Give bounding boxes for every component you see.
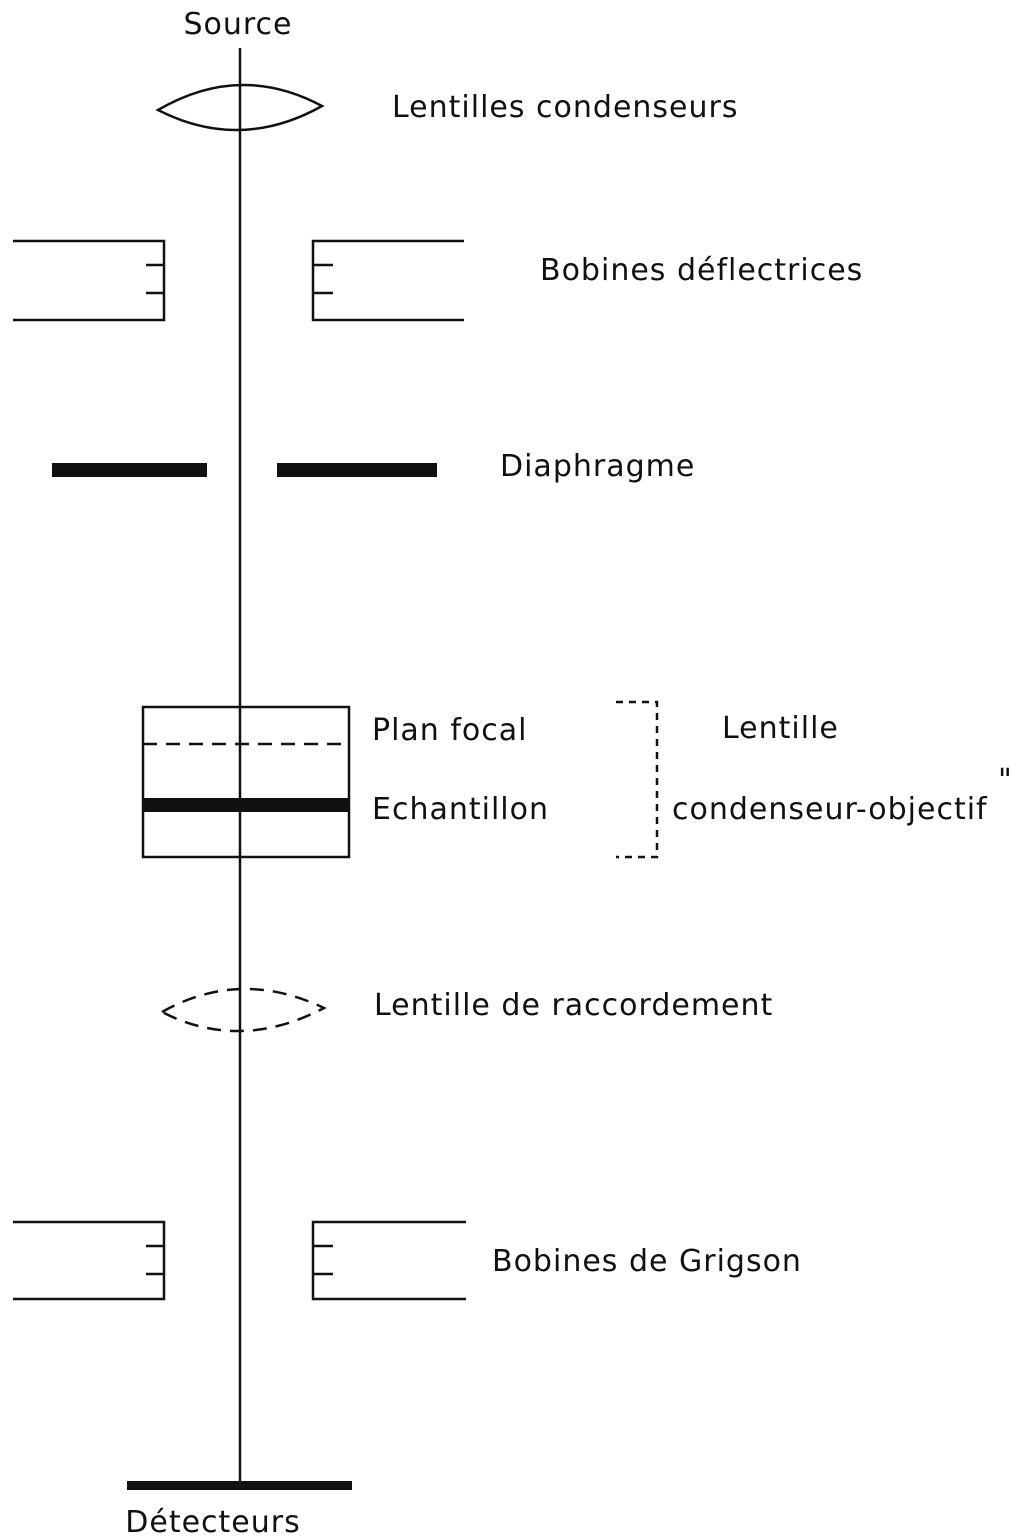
- transfer-lens-label: Lentille de raccordement: [374, 988, 773, 1023]
- diaphragm-shape: [52, 463, 437, 477]
- objective-title-label: Lentille: [722, 711, 839, 746]
- grigson-coils-shape: [13, 1220, 466, 1301]
- diaphragm-label: Diaphragme: [500, 449, 695, 484]
- transfer-lens-shape: [159, 987, 327, 1033]
- objective-quote-mark: ": [998, 763, 1013, 798]
- deflection-coils-shape: [13, 239, 464, 322]
- detectors-label: Détecteurs: [125, 1505, 300, 1540]
- sample-bar: [143, 798, 349, 812]
- condenser-lens-shape: [155, 83, 325, 132]
- condenser-lenses-label: Lentilles condenseurs: [392, 90, 739, 125]
- focal-plane-label: Plan focal: [372, 713, 528, 748]
- grigson-coils-label: Bobines de Grigson: [492, 1244, 802, 1279]
- objective-subtitle-label: condenseur-objectif: [672, 792, 988, 827]
- objective-lens-box: [141, 705, 351, 859]
- source-label: Source: [183, 7, 292, 42]
- detector-plate: [127, 1481, 352, 1490]
- sample-label: Echantillon: [372, 792, 549, 827]
- objective-bracket: [616, 700, 659, 859]
- deflection-coils-label: Bobines déflectrices: [540, 253, 863, 288]
